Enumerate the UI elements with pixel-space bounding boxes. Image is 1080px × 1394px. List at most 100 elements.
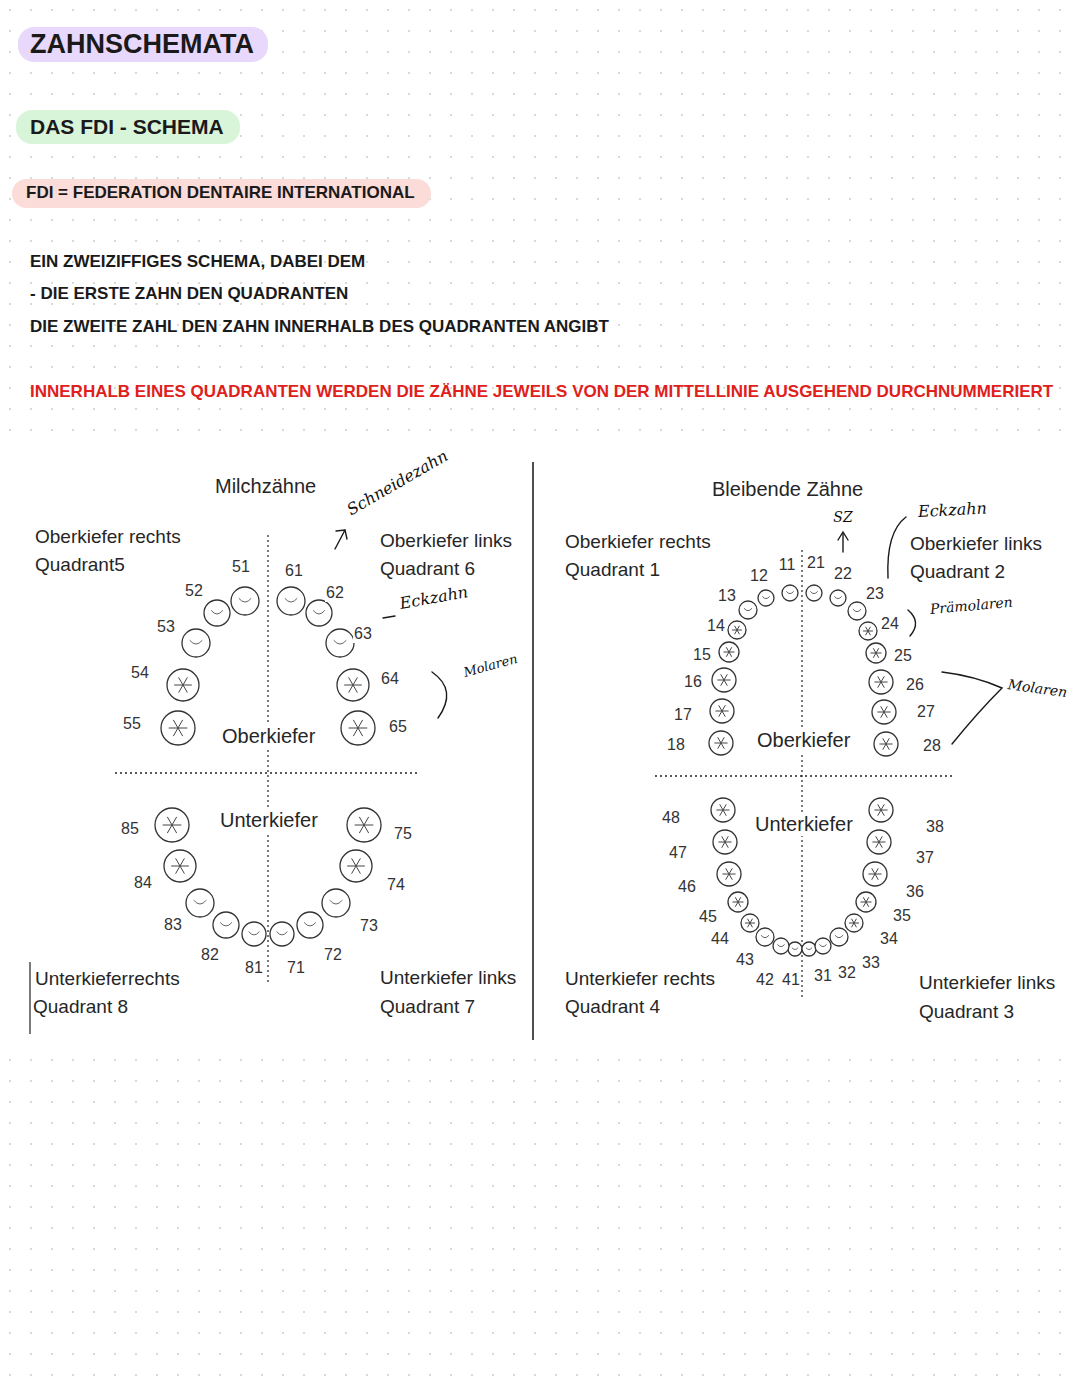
tooth-edge — [853, 609, 861, 611]
tooth-fissure — [881, 706, 888, 717]
tooth-fissure — [726, 647, 732, 657]
tooth-edge — [786, 591, 793, 593]
tooth — [231, 587, 259, 615]
tooth-fissure — [720, 804, 727, 815]
tooth-number: 14 — [706, 617, 726, 635]
body-text: DIE ZWEITE ZAHL DEN ZAHN INNERHALB DES Q… — [30, 317, 609, 337]
tooth — [713, 830, 737, 854]
quadrant-label: Quadrant 4 — [563, 996, 662, 1018]
quadrant-label: Quadrant 2 — [908, 561, 1007, 583]
tooth-number: 37 — [915, 849, 935, 867]
tooth-edge — [330, 900, 343, 904]
tooth-fissure — [883, 738, 890, 749]
tooth-number: 55 — [122, 715, 142, 733]
tooth-fissure — [352, 858, 361, 873]
tooth — [815, 938, 831, 954]
tooth — [874, 732, 898, 756]
tooth — [866, 643, 886, 663]
tooth-edge — [806, 948, 812, 950]
tooth-outline — [872, 700, 896, 724]
handwritten-note: Molaren — [1007, 676, 1068, 700]
tooth-edge — [819, 944, 826, 946]
tooth-number: 25 — [893, 647, 913, 665]
tooth-fissure — [878, 676, 885, 687]
tooth-outline — [341, 711, 375, 745]
quadrant-label: Unterkiefer links — [917, 972, 1057, 994]
tooth-number: 85 — [120, 820, 140, 838]
tooth-outline — [856, 892, 876, 912]
jaw-label: Oberkiefer — [220, 725, 317, 748]
annotation-arrow — [335, 530, 345, 549]
tooth-fissure — [359, 817, 368, 833]
tooth-fissure — [719, 705, 726, 716]
annotation-bracket — [942, 672, 1002, 744]
tooth — [719, 642, 739, 662]
tooth — [869, 798, 893, 822]
tooth-fissure — [173, 720, 182, 736]
tooth-outline — [340, 850, 372, 882]
tooth-fissure — [876, 836, 883, 847]
tooth — [161, 711, 195, 745]
tooth — [337, 669, 369, 701]
tooth-edge — [313, 610, 325, 614]
tooth-fissure — [873, 648, 879, 658]
annotation-bracket — [432, 672, 447, 718]
tooth-fissure — [866, 627, 871, 636]
tooth — [859, 622, 877, 640]
jaw-label: Unterkiefer — [218, 809, 320, 832]
tooth-outline — [830, 590, 846, 606]
tooth-outline — [756, 928, 774, 946]
tooth — [867, 830, 891, 854]
quadrant-label: Quadrant 8 — [31, 996, 130, 1018]
tooth-fissure — [179, 677, 188, 692]
tooth-fissure — [353, 720, 362, 736]
tooth-number: 21 — [806, 554, 826, 572]
tooth-outline — [788, 942, 802, 956]
tooth-outline — [164, 850, 196, 882]
tooth — [155, 808, 189, 842]
tooth-number: 65 — [388, 718, 408, 736]
handwritten-note: Molaren — [462, 651, 519, 680]
tooth-number: 81 — [244, 959, 264, 977]
tooth-fissure — [852, 919, 857, 928]
tooth-edge — [835, 935, 843, 937]
body-text: - DIE ERSTE ZAHN DEN QUADRANTEN — [30, 284, 348, 304]
tooth-number: 45 — [698, 908, 718, 926]
tooth-number: 63 — [353, 625, 373, 643]
tooth-number: 35 — [892, 907, 912, 925]
tooth-number: 11 — [778, 556, 797, 574]
tooth-number: 82 — [200, 946, 220, 964]
tooth-edge — [277, 932, 288, 935]
tooth-outline — [161, 711, 195, 745]
jaw-divider — [655, 775, 955, 776]
jaw-label: Oberkiefer — [755, 729, 852, 752]
tooth — [739, 601, 757, 619]
tooth-edge — [792, 948, 798, 950]
handwritten-note: Eckzahn — [398, 583, 469, 613]
handwritten-note: Prämolaren — [929, 594, 1013, 617]
tooth-edge — [190, 640, 203, 644]
tooth — [164, 850, 196, 882]
tooth — [758, 590, 774, 606]
tooth-fissure — [878, 804, 885, 815]
tooth — [297, 912, 323, 938]
tooth-outline — [277, 587, 305, 615]
tooth — [830, 590, 846, 606]
tooth — [347, 808, 381, 842]
quadrant-label: Unterkiefer links — [378, 967, 518, 989]
tooth-edge — [249, 932, 260, 935]
tooth-outline — [297, 912, 323, 938]
tooth — [848, 602, 866, 620]
heading-text: DAS FDI - SCHEMA — [30, 114, 224, 139]
tooth — [788, 942, 802, 956]
tooth — [845, 914, 863, 932]
tooth-number: 34 — [879, 930, 899, 948]
tooth-edge — [304, 922, 316, 926]
tooth-fissure — [718, 737, 725, 748]
tooth-fissure — [349, 677, 358, 692]
tooth-number: 32 — [837, 964, 857, 982]
quadrant-label: Quadrant 1 — [563, 559, 662, 581]
quadrant-label: Oberkiefer links — [908, 533, 1044, 555]
